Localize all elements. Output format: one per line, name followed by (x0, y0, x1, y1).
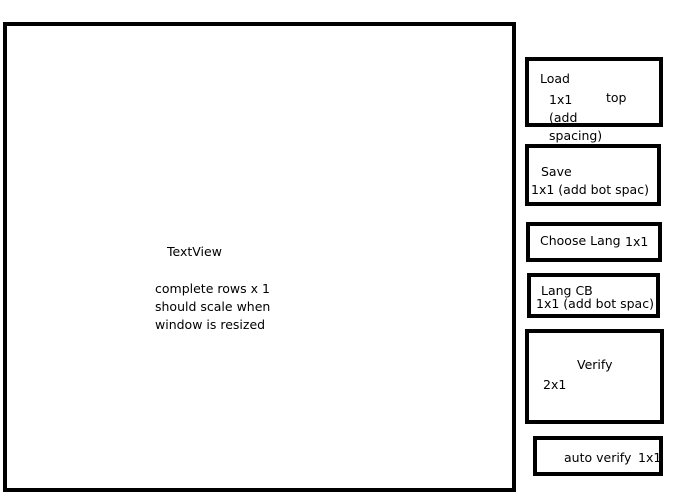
load-box (525, 57, 663, 127)
textview-box (3, 22, 516, 492)
save-box (525, 144, 661, 206)
verify-note: 2x1 (543, 377, 567, 392)
auto-verify-note: 1x1 (638, 450, 662, 465)
choose-lang-box (526, 222, 662, 262)
save-note: 1x1 (add bot spac) (531, 182, 649, 197)
load-note-extra: top (606, 90, 627, 105)
auto-verify-title: auto verify (564, 450, 632, 465)
lang-cb-note: 1x1 (add bot spac) (536, 296, 654, 311)
lang-cb-title: Lang CB (541, 283, 593, 298)
choose-lang-title: Choose Lang (540, 233, 621, 248)
lang-cb-box (527, 273, 660, 318)
verify-box (525, 329, 664, 424)
choose-lang-note: 1x1 (625, 234, 649, 249)
textview-note: complete rows x 1 should scale when wind… (155, 281, 271, 332)
load-title: Load (540, 71, 570, 86)
auto-verify-box (533, 436, 663, 476)
load-note: 1x1 (add spacing) (549, 92, 603, 143)
textview-title: TextView (167, 244, 222, 259)
save-title: Save (541, 164, 572, 179)
verify-title: Verify (577, 357, 613, 372)
